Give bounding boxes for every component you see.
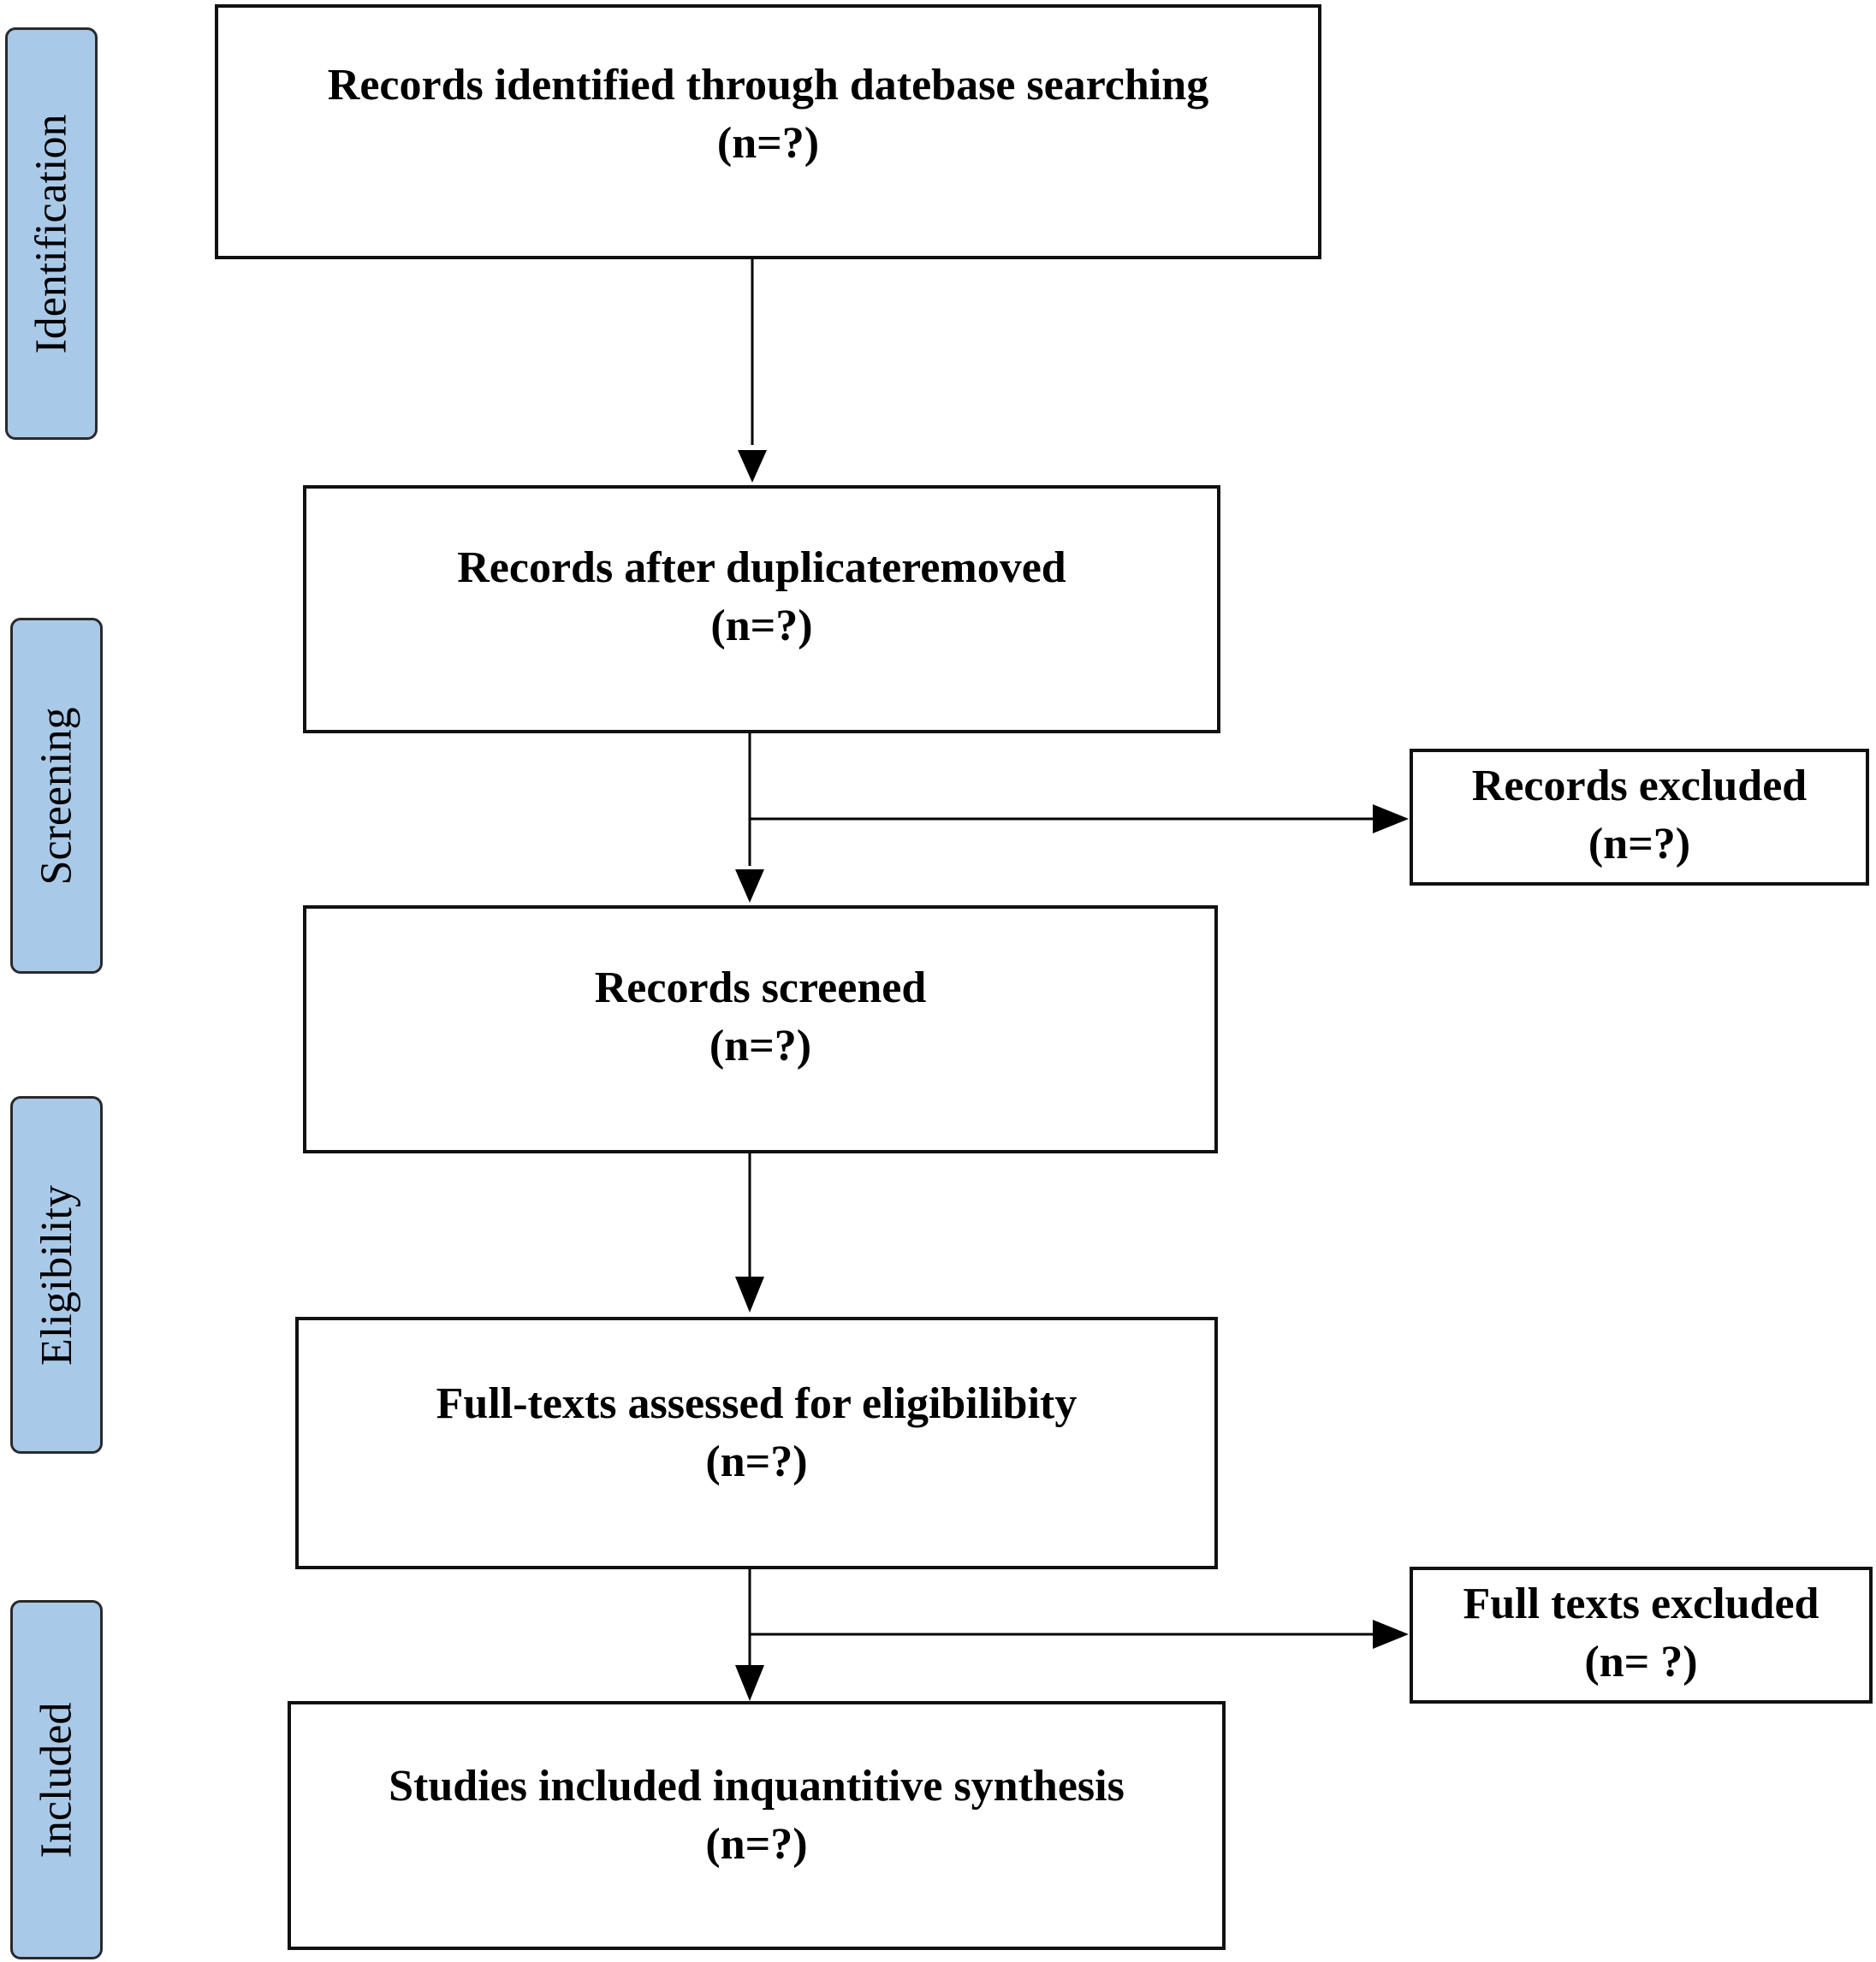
box-fulltext-excluded: Full texts excluded (n= ?)	[1410, 1567, 1873, 1704]
box-records-deduplicated-title: Records after duplicateremoved	[457, 543, 1066, 592]
box-records-screened-title: Records screened	[594, 963, 927, 1012]
box-records-deduplicated: Records after duplicateremoved (n=?)	[303, 485, 1220, 733]
arrowhead-records-excluded	[1373, 804, 1409, 833]
box-fulltext-assessed-count: (n=?)	[705, 1437, 808, 1486]
stage-eligibility-label: Eligibility	[32, 1184, 81, 1366]
arrowhead-included	[735, 1665, 764, 1701]
box-records-identified-count: (n=?)	[716, 119, 820, 168]
box-studies-included-title: Studies included inquantitive synthesis	[389, 1761, 1125, 1811]
box-studies-included-count: (n=?)	[705, 1819, 808, 1869]
box-fulltext-assessed: Full-texts assessed for eligibilibity (n…	[295, 1317, 1218, 1569]
arrowhead-deduplicated	[738, 450, 767, 483]
stage-included: Included	[10, 1600, 103, 1959]
stage-screening-label: Screening	[32, 707, 81, 885]
box-records-screened: Records screened (n=?)	[303, 905, 1218, 1153]
box-records-screened-count: (n=?)	[709, 1022, 812, 1070]
box-fulltext-excluded-count: (n= ?)	[1584, 1638, 1698, 1686]
arrowhead-fulltext-excluded	[1373, 1620, 1409, 1649]
box-fulltext-excluded-title: Full texts excluded	[1463, 1580, 1820, 1628]
box-records-identified-title: Records identified through datebase sear…	[327, 61, 1209, 110]
stage-screening: Screening	[10, 618, 103, 974]
box-studies-included: Studies included inquantitive synthesis …	[288, 1701, 1226, 1950]
box-records-excluded: Records excluded (n=?)	[1410, 749, 1869, 886]
stage-identification-label: Identification	[27, 113, 76, 354]
box-records-excluded-title: Records excluded	[1471, 762, 1808, 810]
stage-included-label: Included	[32, 1702, 81, 1858]
stage-identification: Identification	[5, 27, 98, 440]
arrowhead-screened	[735, 869, 764, 903]
stage-eligibility: Eligibility	[10, 1096, 103, 1454]
box-fulltext-assessed-title: Full-texts assessed for eligibilibity	[436, 1378, 1078, 1428]
box-records-deduplicated-count: (n=?)	[710, 602, 813, 650]
box-records-excluded-count: (n=?)	[1588, 820, 1691, 868]
arrowhead-fulltext	[735, 1277, 764, 1313]
box-records-identified: Records identified through datebase sear…	[215, 4, 1321, 259]
